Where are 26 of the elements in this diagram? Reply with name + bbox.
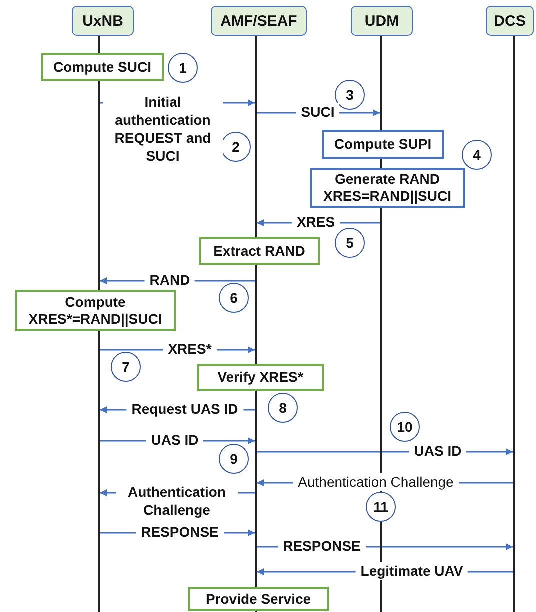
step-number: 10 xyxy=(390,412,420,442)
step-number: 6 xyxy=(219,283,249,313)
process-box: Provide Service xyxy=(188,587,329,611)
step-number: 9 xyxy=(219,444,249,474)
edge-label: Legitimate UAV xyxy=(356,562,468,580)
step-number: 2 xyxy=(221,132,251,162)
step-number: 11 xyxy=(366,492,396,522)
participant-box: UDM xyxy=(351,6,413,36)
lifeline xyxy=(98,36,100,612)
process-box: Compute SUCI xyxy=(41,53,164,81)
process-box: Compute XRES*=RAND||SUCI xyxy=(15,290,176,331)
step-number: 1 xyxy=(168,53,198,83)
process-box: Generate RAND XRES=RAND||SUCI xyxy=(310,168,465,208)
lifeline xyxy=(513,36,515,612)
process-box: Compute SUPI xyxy=(322,130,444,159)
participant-box: AMF/SEAF xyxy=(211,6,307,36)
step-number: 5 xyxy=(335,228,365,258)
step-number: 4 xyxy=(462,140,492,170)
step-number: 7 xyxy=(111,352,141,382)
step-number: 8 xyxy=(268,393,298,423)
process-box: Extract RAND xyxy=(199,237,320,265)
participant-box: DCS xyxy=(486,6,534,36)
edge-label: Authentication Challenge xyxy=(293,473,459,491)
participant-box: UxNB xyxy=(72,6,134,36)
process-box: Verify XRES* xyxy=(197,364,324,391)
step-number: 3 xyxy=(335,80,365,110)
